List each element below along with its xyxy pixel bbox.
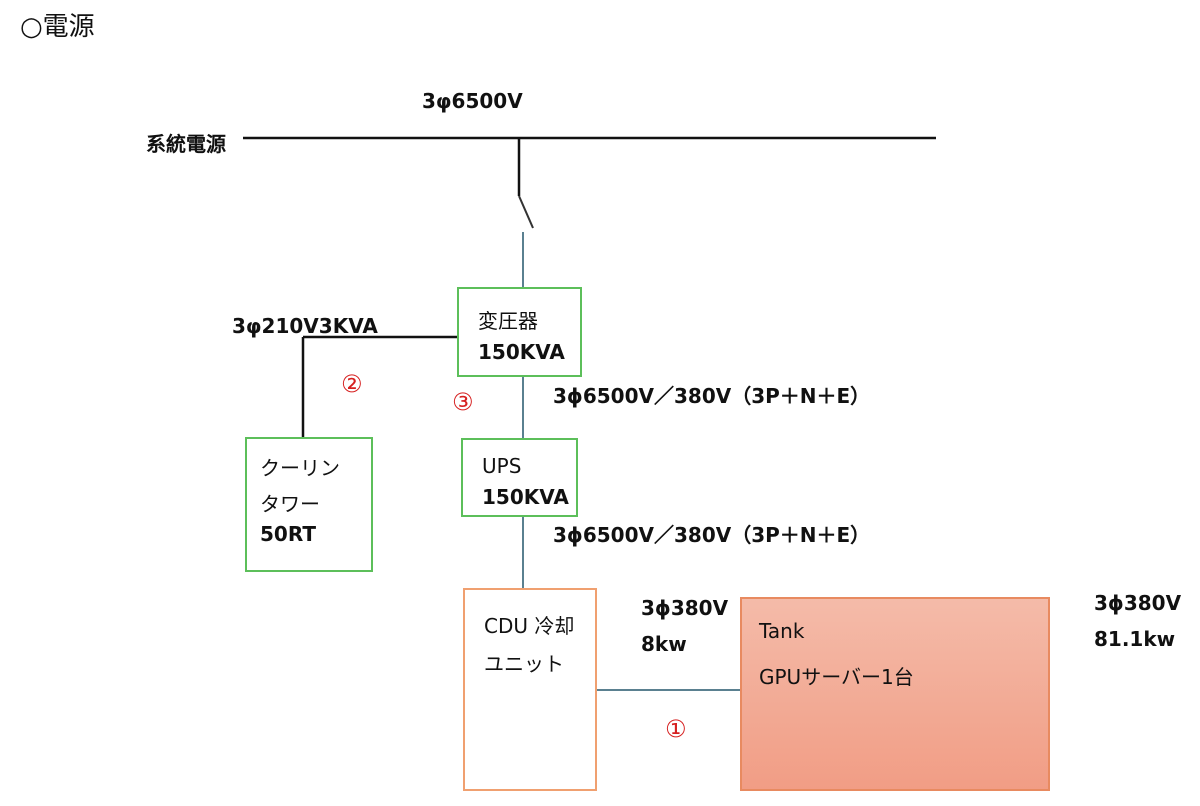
breaker-switch (518, 195, 534, 229)
marker-1: ① (665, 715, 687, 743)
tank-power-load: 81.1kw (1094, 627, 1176, 651)
grid-source-label: 系統電源 (146, 132, 226, 156)
tank-gpu-server-box: Tank GPUサーバー1台 (740, 597, 1050, 791)
ups-capacity: 150KVA (482, 485, 569, 509)
marker-3: ③ (452, 388, 474, 416)
cooling-tower-box: クーリン タワー 50RT (245, 437, 373, 572)
transformer-box: 変圧器 150KVA (457, 287, 582, 377)
cooling-tower-label-2: タワー (260, 492, 320, 516)
cdu-label-2: ユニット (484, 652, 564, 676)
ups-label: UPS (482, 454, 522, 478)
cooling-tower-label-1: クーリン (260, 456, 340, 480)
cdu-cooling-unit-box: CDU 冷却 ユニット (463, 588, 597, 791)
tank-label: Tank (759, 619, 805, 643)
marker-2: ② (341, 370, 363, 398)
transformer-output-label: 3ϕ6500V／380V（3P＋N＋E） (553, 384, 871, 408)
cdu-power-voltage: 3ϕ380V (641, 596, 729, 620)
transformer-capacity: 150KVA (478, 340, 565, 364)
ups-box: UPS 150KVA (461, 438, 578, 517)
cooling-tower-capacity: 50RT (260, 522, 316, 546)
cdu-power-load: 8kw (641, 632, 687, 656)
branch-voltage-label: 3φ210V3KVA (232, 314, 378, 338)
page-title: ○電源 (20, 12, 95, 42)
transformer-label: 変圧器 (478, 309, 538, 333)
tank-power-voltage: 3ϕ380V (1094, 591, 1182, 615)
ups-output-label: 3ϕ6500V／380V（3P＋N＋E） (553, 523, 871, 547)
gpu-server-label: GPUサーバー1台 (759, 665, 914, 689)
grid-voltage-label: 3φ6500V (422, 89, 523, 113)
cdu-label-1: CDU 冷却 (484, 614, 575, 638)
